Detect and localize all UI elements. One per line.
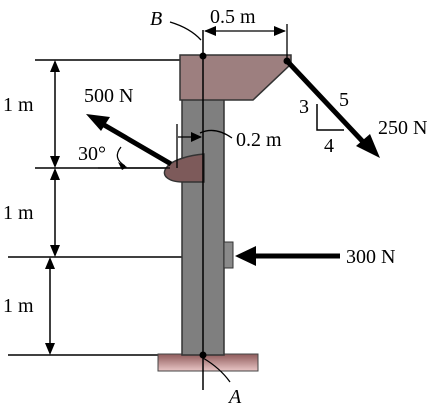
label-point-a: A <box>227 386 242 408</box>
side-bracket <box>223 241 234 269</box>
label-angle: 30° <box>78 143 106 165</box>
label-slope-4: 4 <box>324 135 334 157</box>
label-force-300: 300 N <box>346 246 395 268</box>
label-dim-1: 1 m <box>3 94 34 116</box>
force-250-shaft <box>286 60 368 147</box>
dim-top-arrow-right <box>274 26 286 36</box>
dimension-lines <box>8 59 182 356</box>
a-leader <box>202 357 231 383</box>
label-dim-2: 1 m <box>3 202 34 224</box>
angle-arc-arrow <box>118 162 127 170</box>
force-500-shaft <box>97 119 173 167</box>
force-300-arrowhead <box>235 246 256 266</box>
slope-triangle <box>316 104 344 131</box>
label-dim-top: 0.5 m <box>210 6 256 28</box>
point-b-dot <box>199 52 207 60</box>
angle-arc <box>116 146 126 167</box>
label-slope-3: 3 <box>299 96 309 118</box>
label-dim-offset: 0.2 m <box>236 129 282 151</box>
ground-base <box>157 353 259 372</box>
dimension-arrowheads <box>45 60 60 355</box>
point-a-dot <box>199 351 207 359</box>
offset-arrow <box>191 132 202 142</box>
offset-leader <box>199 129 233 139</box>
top-arm <box>179 54 292 101</box>
label-force-500: 500 N <box>84 85 133 107</box>
force-250-arrowhead <box>356 134 380 158</box>
label-point-b: B <box>150 8 162 30</box>
b-leader <box>169 21 202 41</box>
label-force-250: 250 N <box>378 117 427 139</box>
force-500-arrowhead <box>86 114 110 131</box>
lug-bracket <box>163 153 205 183</box>
dim-top-arrow-left <box>204 26 216 36</box>
label-slope-5: 5 <box>339 89 349 111</box>
label-dim-3: 1 m <box>3 295 34 317</box>
